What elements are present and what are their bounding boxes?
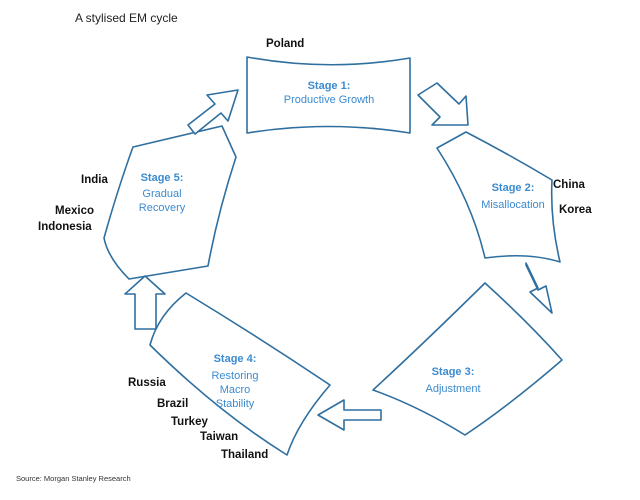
country-label: Thailand xyxy=(221,449,268,461)
stage-2-block xyxy=(436,131,561,263)
country-label: Indonesia xyxy=(38,221,92,233)
stage-3-desc: Adjustment xyxy=(425,383,480,395)
stage-1-name: Stage 1: xyxy=(308,80,351,92)
stage-3-block xyxy=(372,282,563,436)
country-label: Poland xyxy=(266,38,304,50)
country-label: China xyxy=(553,179,586,191)
source-note: Source: Morgan Stanley Research xyxy=(16,474,131,483)
country-label: Taiwan xyxy=(200,431,238,443)
country-label: Brazil xyxy=(157,398,188,410)
country-label: Korea xyxy=(559,204,592,216)
stage-5-block xyxy=(103,125,237,280)
stage-2-name: Stage 2: xyxy=(492,182,535,194)
arrow-stage2-to-stage3 xyxy=(525,262,553,314)
arrow-stage4-to-stage5 xyxy=(124,275,166,330)
stage-1-block xyxy=(246,56,411,134)
stage-4-name: Stage 4: xyxy=(214,353,257,365)
diagram-title: A stylised EM cycle xyxy=(75,11,178,25)
country-label: Turkey xyxy=(171,416,208,428)
country-label: Russia xyxy=(128,377,166,389)
stage-4-block xyxy=(149,292,331,456)
stage-5-desc-line2: Recovery xyxy=(139,202,186,214)
stage-2-desc: Misallocation xyxy=(481,199,545,211)
arrow-stage1-to-stage2 xyxy=(417,82,469,126)
arrow-stage3-to-stage4 xyxy=(317,399,382,431)
country-label: Mexico xyxy=(55,205,94,217)
stage-5-desc-line1: Gradual xyxy=(142,188,181,200)
stage-3-name: Stage 3: xyxy=(432,366,475,378)
stage-4-desc-line3: Stability xyxy=(216,398,255,410)
stage-4-desc-line2: Macro xyxy=(220,384,251,396)
stage-4-desc-line1: Restoring xyxy=(211,370,258,382)
stage-1-desc: Productive Growth xyxy=(284,94,374,106)
country-label: India xyxy=(81,174,108,186)
arrow-stage5-to-stage1 xyxy=(187,89,239,135)
stage-5-name: Stage 5: xyxy=(141,172,184,184)
